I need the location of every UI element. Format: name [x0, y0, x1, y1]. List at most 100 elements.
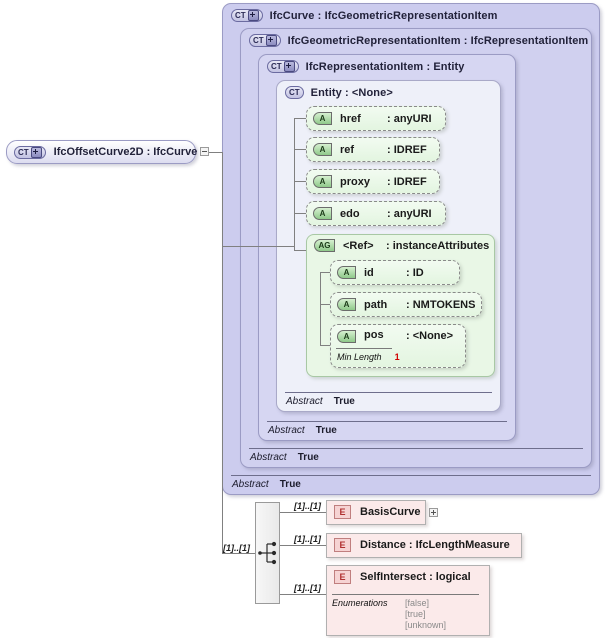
- attribute-row-pos[interactable]: A pos : <None> Min Length 1: [330, 324, 466, 368]
- connector-attr-edo: [294, 213, 306, 214]
- connector-root-stub: [209, 152, 223, 153]
- complextype-label-ifcrepresentationitem: IfcRepresentationItem : Entity: [305, 60, 465, 73]
- attribute-row-ref[interactable]: A ref : IDREF: [306, 137, 440, 162]
- connector-attr-proxy: [294, 181, 306, 182]
- abstract-value: True: [333, 396, 355, 407]
- complextype-header-ifcgeometricrepresentationitem: CT IfcGeometricRepresentationItem : IfcR…: [249, 34, 588, 47]
- element-icon: E: [334, 505, 351, 519]
- facet-row-min-length: Min Length 1: [333, 348, 400, 363]
- element-box-distance[interactable]: E Distance : IfcLengthMeasure: [326, 533, 522, 558]
- attribute-name: pos: [364, 329, 384, 341]
- connector-ag-spine: [320, 272, 321, 345]
- sequence-compositor-icon: [258, 541, 277, 565]
- enumerations-values: [false] [true] [unknown]: [405, 598, 447, 630]
- attribute-row-edo[interactable]: A edo : anyURI: [306, 201, 446, 226]
- attribute-row-href[interactable]: A href : anyURI: [306, 106, 446, 131]
- complextype-label-ifcgeometricrepresentationitem: IfcGeometricRepresentationItem : IfcRepr…: [287, 34, 589, 47]
- connector-root-trunk: [222, 152, 223, 553]
- connector-attr-spine: [294, 118, 295, 250]
- attribute-type: : anyURI: [387, 112, 432, 125]
- element-icon: E: [334, 538, 351, 552]
- attribute-group-header: AG <Ref> : instanceAttributes: [314, 239, 489, 252]
- attribute-name: edo: [340, 207, 360, 220]
- facet-key: Min Length: [337, 352, 382, 362]
- ct-plus-icon[interactable]: CT: [249, 34, 281, 47]
- element-box-basiscurve[interactable]: E BasisCurve: [326, 500, 426, 525]
- element-icon: E: [334, 570, 351, 584]
- abstract-value: True: [279, 479, 301, 490]
- ct-plus-icon[interactable]: CT: [267, 60, 299, 73]
- abstract-row-ifcgeometricrepresentationitem: Abstract True: [241, 448, 591, 463]
- attribute-row-id[interactable]: A id : ID: [330, 260, 460, 285]
- attribute-icon: A: [313, 207, 332, 220]
- attribute-name: href: [340, 112, 361, 125]
- connector-ag-id: [320, 272, 330, 273]
- element-header-selfintersect: E SelfIntersect : logical: [334, 570, 471, 584]
- connector-child-selfintersect: [280, 594, 326, 595]
- element-expander-basiscurve[interactable]: [429, 508, 438, 517]
- root-expander-minus[interactable]: [200, 147, 209, 156]
- attribute-type: : IDREF: [387, 175, 427, 188]
- attribute-group-icon: AG: [314, 239, 335, 252]
- attribute-name: id: [364, 266, 374, 279]
- attribute-name: ref: [340, 143, 355, 156]
- abstract-key: Abstract: [268, 425, 305, 436]
- root-node-label: IfcOffsetCurve2D : IfcCurve: [53, 146, 198, 158]
- cardinality-distance: [1]..[1]: [294, 534, 321, 544]
- ct-plus-icon[interactable]: CT: [231, 9, 263, 22]
- attribute-icon: A: [337, 330, 356, 343]
- attribute-group-name: <Ref>: [343, 239, 374, 252]
- element-label: BasisCurve: [360, 506, 421, 518]
- element-header-basiscurve: E BasisCurve: [334, 505, 421, 519]
- connector-attr-href: [294, 118, 306, 119]
- attribute-type: : IDREF: [387, 143, 427, 156]
- abstract-row-ifccurve: Abstract True: [223, 475, 599, 490]
- element-label: Distance : IfcLengthMeasure: [360, 539, 510, 551]
- attribute-name: path: [364, 298, 388, 311]
- attribute-type: : NMTOKENS: [406, 298, 476, 311]
- complextype-header-ifccurve: CT IfcCurve : IfcGeometricRepresentation…: [231, 9, 498, 22]
- abstract-value: True: [297, 452, 319, 463]
- connector-ag-path: [320, 304, 330, 305]
- ct-plus-icon[interactable]: CT: [14, 145, 46, 159]
- enumerations-key: Enumerations: [332, 598, 388, 608]
- connector-sequence-branch: [222, 553, 255, 554]
- abstract-row-entity: Abstract True: [277, 392, 500, 407]
- abstract-key: Abstract: [250, 452, 287, 463]
- complextype-label-ifccurve: IfcCurve : IfcGeometricRepresentationIte…: [269, 9, 498, 22]
- attribute-icon: A: [337, 266, 356, 279]
- abstract-key: Abstract: [232, 479, 269, 490]
- complextype-header-ifcrepresentationitem: CT IfcRepresentationItem : Entity: [267, 60, 465, 73]
- complextype-header-entity: CT Entity : <None>: [285, 86, 393, 99]
- attribute-group-type: : instanceAttributes: [386, 239, 490, 252]
- attribute-type: : <None>: [406, 330, 454, 342]
- element-header-distance: E Distance : IfcLengthMeasure: [334, 538, 510, 552]
- attribute-icon: A: [313, 143, 332, 156]
- connector-derivation-branch: [222, 246, 294, 247]
- attribute-type: : anyURI: [387, 207, 432, 220]
- attribute-row-path[interactable]: A path : NMTOKENS: [330, 292, 482, 317]
- attribute-row-proxy[interactable]: A proxy : IDREF: [306, 169, 440, 194]
- element-label: SelfIntersect : logical: [360, 571, 471, 583]
- connector-attr-refgroup: [294, 250, 306, 251]
- facet-value: 1: [394, 352, 400, 362]
- abstract-value: True: [315, 425, 337, 436]
- root-node-ifcoffsetcurve2d[interactable]: CT IfcOffsetCurve2D : IfcCurve: [6, 140, 198, 164]
- complextype-label-entity: Entity : <None>: [310, 86, 393, 99]
- connector-child-basiscurve: [280, 512, 326, 513]
- cardinality-selfintersect: [1]..[1]: [294, 583, 321, 593]
- connector-ag-pos: [320, 345, 330, 346]
- attribute-name: proxy: [340, 175, 370, 188]
- abstract-key: Abstract: [286, 396, 323, 407]
- connector-child-distance: [280, 545, 326, 546]
- attribute-type: : ID: [406, 266, 424, 279]
- abstract-row-ifcrepresentationitem: Abstract True: [259, 421, 515, 436]
- connector-attr-ref: [294, 149, 306, 150]
- element-box-selfintersect[interactable]: E SelfIntersect : logical Enumerations […: [326, 565, 490, 636]
- cardinality-sequence: [1]..[1]: [223, 543, 250, 553]
- cardinality-basiscurve: [1]..[1]: [294, 501, 321, 511]
- attribute-icon: A: [337, 298, 356, 311]
- ct-icon[interactable]: CT: [285, 86, 304, 99]
- attribute-icon: A: [313, 112, 332, 125]
